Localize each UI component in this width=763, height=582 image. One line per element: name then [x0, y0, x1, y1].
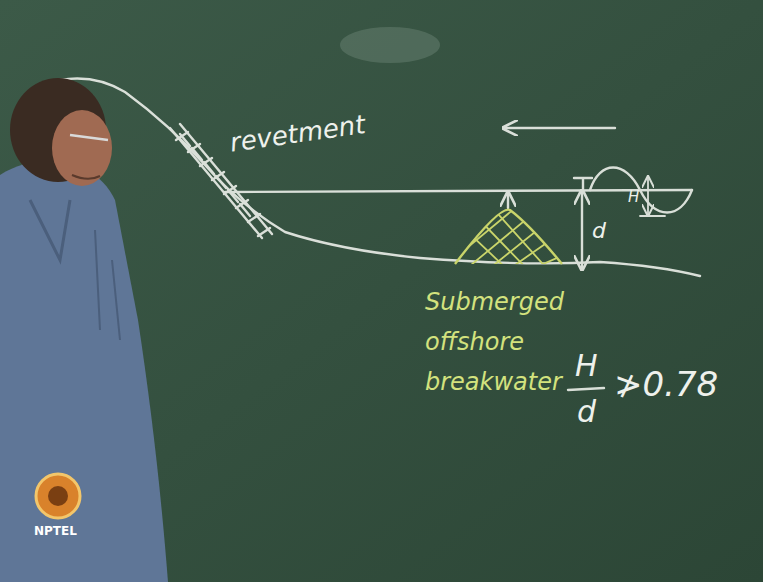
breakwater-mound: [440, 200, 575, 272]
depth-label: d: [592, 218, 606, 244]
freeboard-arrow: [507, 194, 509, 208]
wave-height-arrow: [647, 178, 649, 214]
water-surface: [225, 190, 692, 192]
formula-denominator: d: [577, 394, 596, 430]
seabed-profile: [60, 79, 700, 277]
formula-numerator: H: [575, 348, 598, 384]
fraction-bar: [568, 388, 604, 390]
nptel-logo: [36, 474, 80, 518]
depth-tick: [574, 178, 592, 190]
wave-trough-mark: [640, 215, 665, 217]
wave-height-label: H: [628, 188, 639, 206]
lecturer: [0, 78, 168, 582]
wave-direction-arrow: [505, 127, 615, 129]
depth-arrow: [581, 192, 583, 268]
chalk-smudge: [340, 27, 440, 63]
breakwater-label: Submerged offshore breakwater: [425, 282, 575, 402]
structure-label: revetment: [228, 109, 367, 159]
wave-profile: [590, 168, 692, 213]
logo-text: NPTEL: [34, 524, 77, 538]
breaking-criterion: ≯0.78: [614, 364, 718, 405]
